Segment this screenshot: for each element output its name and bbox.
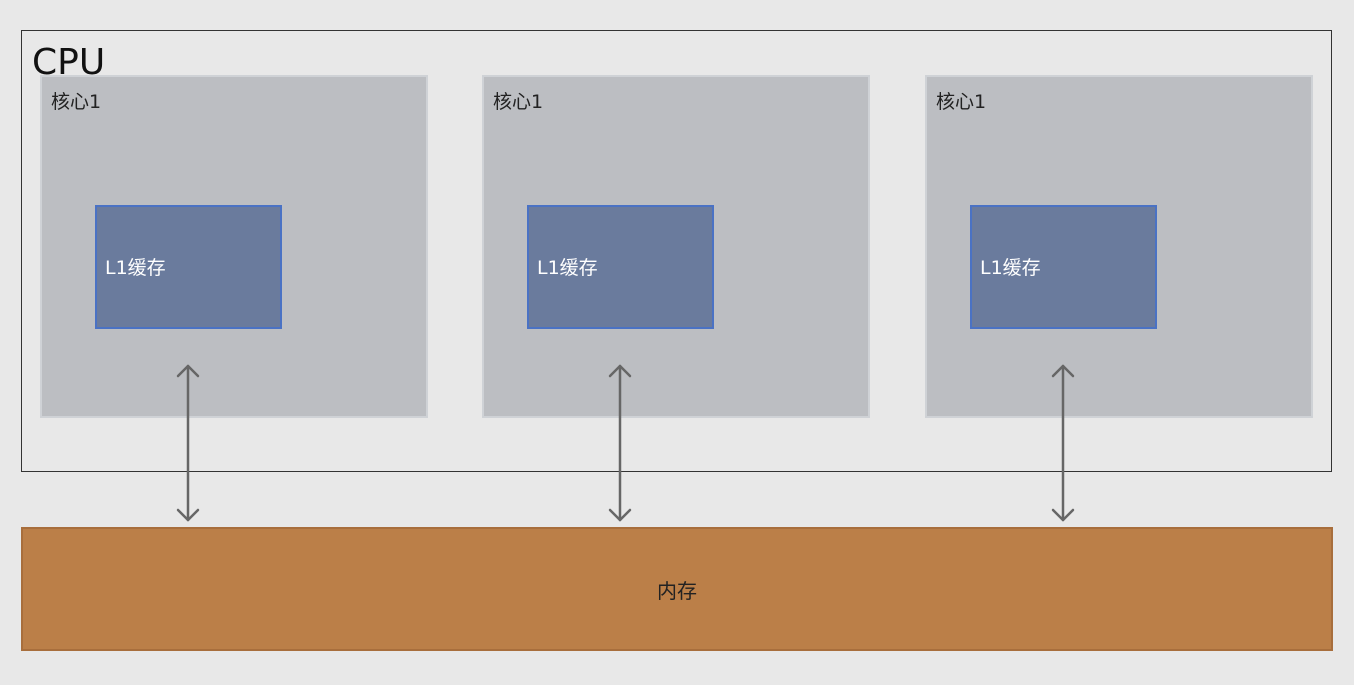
memory-label: 内存 bbox=[657, 578, 697, 603]
l1-cache-1: L1缓存 bbox=[95, 205, 282, 329]
cpu-title: CPU bbox=[32, 42, 106, 83]
core-box-1: 核心1 L1缓存 bbox=[40, 75, 428, 418]
core-box-3: 核心1 L1缓存 bbox=[925, 75, 1313, 418]
memory-box: 内存 bbox=[21, 527, 1333, 651]
core-label-1: 核心1 bbox=[51, 91, 102, 113]
core-box-2: 核心1 L1缓存 bbox=[482, 75, 870, 418]
l1-cache-2: L1缓存 bbox=[527, 205, 714, 329]
l1-cache-3: L1缓存 bbox=[970, 205, 1157, 329]
core-label-3: 核心1 bbox=[936, 91, 987, 113]
cache-label-1: L1缓存 bbox=[105, 257, 166, 279]
cache-label-3: L1缓存 bbox=[980, 257, 1041, 279]
cache-label-2: L1缓存 bbox=[537, 257, 598, 279]
core-label-2: 核心1 bbox=[493, 91, 544, 113]
